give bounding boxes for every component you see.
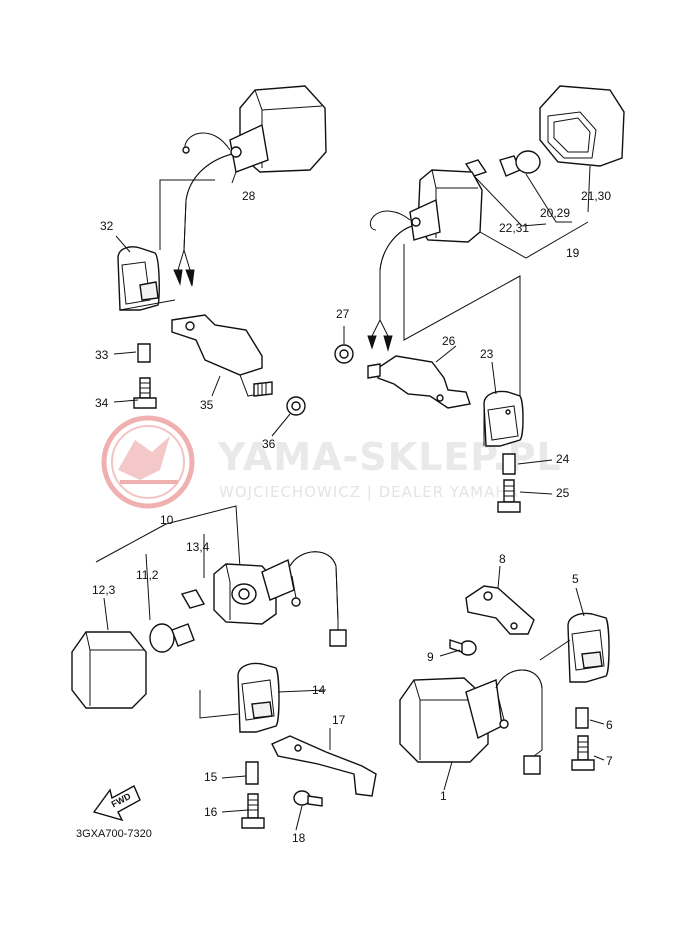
- watermark: YAMA-SKLEP.PL WOJCIECHOWICZ | DEALER YAM…: [101, 415, 561, 509]
- part-label-8: 8: [499, 552, 506, 566]
- part-label-26: 26: [442, 334, 456, 348]
- forward-arrow-icon: FWD: [92, 785, 141, 822]
- part-label-10: 10: [160, 513, 174, 527]
- part-label-6: 6: [606, 718, 613, 732]
- part-label-20-29: 20,29: [540, 206, 570, 220]
- turn-signal-assembly-front-right: [399, 565, 610, 775]
- part-label-32: 32: [100, 219, 114, 233]
- part-label-15: 15: [204, 770, 218, 784]
- part-label-13-4: 13,4: [186, 540, 210, 554]
- part-label-27: 27: [336, 307, 350, 321]
- part-label-36: 36: [262, 437, 276, 451]
- part-label-35: 35: [200, 398, 214, 412]
- part-label-7: 7: [606, 754, 613, 768]
- part-label-12-3: 12,3: [92, 583, 116, 597]
- watermark-logo: [101, 415, 195, 509]
- part-label-17: 17: [332, 713, 346, 727]
- turn-signal-assembly-rear-right: [334, 85, 625, 513]
- part-label-16: 16: [204, 805, 218, 819]
- part-label-22-31: 22,31: [499, 221, 529, 235]
- part-label-19: 19: [566, 246, 580, 260]
- part-label-24: 24: [556, 452, 570, 466]
- leader-lines: [113, 235, 605, 831]
- part-label-34: 34: [95, 396, 109, 410]
- part-label-21-30: 21,30: [581, 189, 611, 203]
- part-label-23: 23: [480, 347, 494, 361]
- part-label-5: 5: [572, 572, 579, 586]
- part-label-18: 18: [292, 831, 306, 845]
- turn-signal-assembly-front-left: [71, 505, 377, 829]
- part-label-1: 1: [440, 789, 447, 803]
- turn-signal-assembly-rear-left: [117, 85, 327, 416]
- watermark-subtitle: WOJCIECHOWICZ | DEALER YAMAHA: [219, 483, 519, 501]
- part-label-9: 9: [427, 650, 434, 664]
- part-label-11-2: 11,2: [136, 568, 159, 582]
- diagram-code: 3GXA700-7320: [76, 828, 152, 840]
- part-label-33: 33: [95, 348, 109, 362]
- part-labels: 28 32 33 34 35 36 21,30 20,29 22,31 19 2…: [92, 189, 613, 845]
- part-label-25: 25: [556, 486, 570, 500]
- part-label-28: 28: [242, 189, 256, 203]
